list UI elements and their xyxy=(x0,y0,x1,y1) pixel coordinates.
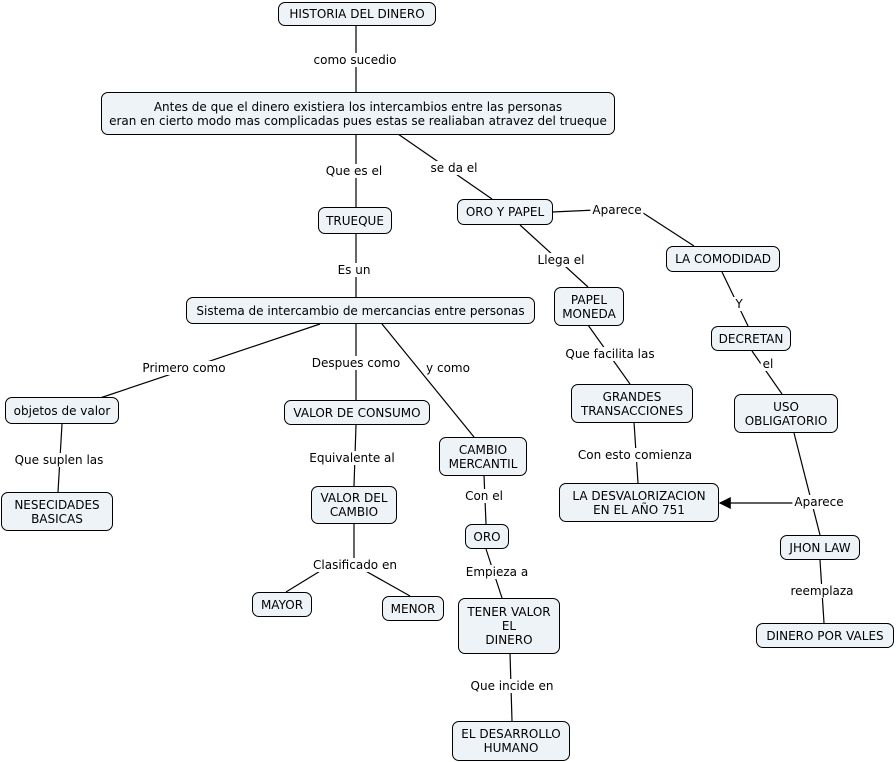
node-oro-y-papel[interactable]: ORO Y PAPEL xyxy=(457,199,553,225)
line-uso-jhon xyxy=(793,432,821,536)
link-label-que-incide-en: Que incide en xyxy=(468,679,556,693)
node-menor[interactable]: MENOR xyxy=(382,596,444,621)
link-label-y: Y xyxy=(733,297,745,311)
line-sistema-cambio-mercantil xyxy=(381,323,475,438)
link-label-que-facilita-las: Que facilita las xyxy=(563,347,657,361)
link-label-empieza-a: Empieza a xyxy=(463,565,531,579)
node-tener-valor-el-dinero[interactable]: TENER VALOR EL DINERO xyxy=(458,598,560,654)
node-valor-de-consumo[interactable]: VALOR DE CONSUMO xyxy=(284,400,430,425)
node-trueque[interactable]: TRUEQUE xyxy=(318,207,392,234)
link-label-aparece-2: Aparece xyxy=(792,495,846,509)
node-jhon-law[interactable]: JHON LAW xyxy=(780,535,860,560)
link-label-llega-el: Llega el xyxy=(535,253,587,267)
link-label-y-como: y como xyxy=(424,361,472,375)
link-label-clasificado-en: Clasificado en xyxy=(311,558,399,572)
link-label-con-el: Con el xyxy=(463,489,505,503)
link-label-reemplaza: reemplaza xyxy=(788,584,856,598)
node-uso-obligatorio[interactable]: USO OBLIGATORIO xyxy=(734,394,838,433)
node-cambio-mercantil[interactable]: CAMBIO MERCANTIL xyxy=(439,437,527,476)
node-el-desarrollo-humano[interactable]: EL DESARROLLO HUMANO xyxy=(452,721,570,761)
node-oro[interactable]: ORO xyxy=(465,524,509,549)
link-label-como-sucedio: como sucedio xyxy=(311,53,399,67)
node-mayor[interactable]: MAYOR xyxy=(252,592,312,617)
link-label-aparece-1: Aparece xyxy=(590,203,644,217)
link-label-despues-como: Despues como xyxy=(309,356,403,370)
node-decretan[interactable]: DECRETAN xyxy=(711,326,791,351)
link-label-es-un: Es un xyxy=(335,263,373,277)
node-sistema-de-intercambio[interactable]: Sistema de intercambio de mercancias ent… xyxy=(186,297,535,324)
line-oro-papel-aparece xyxy=(551,209,597,213)
link-label-primero-como: Primero como xyxy=(140,361,228,375)
node-grandes-transacciones[interactable]: GRANDES TRANSACCIONES xyxy=(571,384,693,423)
node-objetos-de-valor[interactable]: objetos de valor xyxy=(5,397,119,424)
link-label-con-esto-comienza: Con esto comienza xyxy=(575,448,695,462)
node-desvalorizacion-751[interactable]: LA DESVALORIZACION EN EL AÑO 751 xyxy=(559,483,719,522)
line-aparece-comodidad xyxy=(639,210,695,247)
link-label-equivalente-al: Equivalente al xyxy=(307,451,397,465)
node-valor-del-cambio[interactable]: VALOR DEL CAMBIO xyxy=(311,486,397,524)
node-historia-del-dinero[interactable]: HISTORIA DEL DINERO xyxy=(278,2,436,26)
line-decretan-uso xyxy=(751,350,783,395)
link-label-se-da-el: se da el xyxy=(428,161,480,175)
node-la-comodidad[interactable]: LA COMODIDAD xyxy=(666,246,780,272)
node-dinero-por-vales[interactable]: DINERO POR VALES xyxy=(756,623,894,648)
line-clasificado-menor xyxy=(361,568,411,597)
node-antes-del-dinero[interactable]: Antes de que el dinero existiera los int… xyxy=(101,92,615,135)
node-papel-moneda[interactable]: PAPEL MONEDA xyxy=(554,287,624,326)
node-nesecidades-basicas[interactable]: NESECIDADES BASICAS xyxy=(1,492,113,531)
link-label-que-suplen-las: Que suplen las xyxy=(12,453,106,467)
link-label-que-es-el: Que es el xyxy=(323,164,385,178)
link-label-el: el xyxy=(760,357,776,371)
